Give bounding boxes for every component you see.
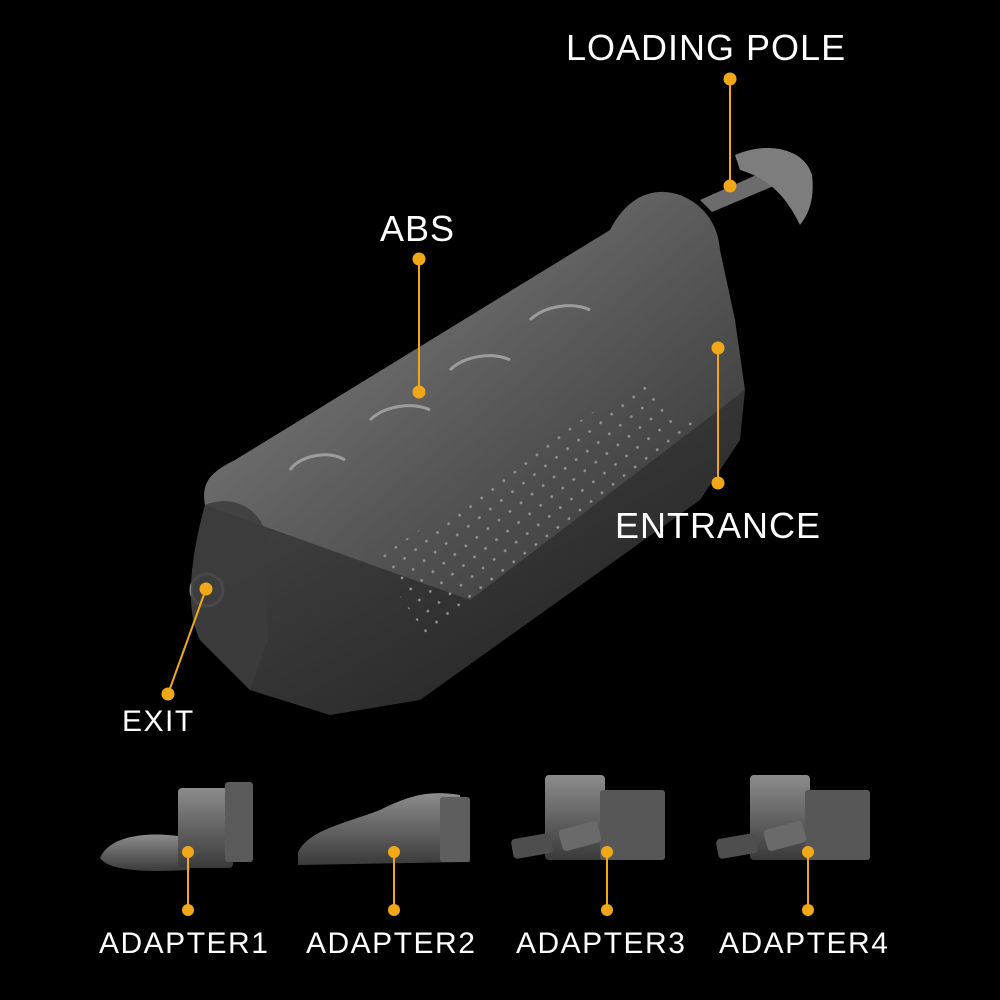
adapter1-illustration bbox=[100, 782, 253, 871]
callout-leaders bbox=[161, 72, 814, 916]
loading-pole bbox=[700, 147, 813, 225]
label-entrance: ENTRANCE bbox=[615, 505, 822, 546]
label-adapter4: ADAPTER4 bbox=[719, 927, 890, 960]
label-adapter2: ADAPTER2 bbox=[306, 927, 477, 960]
label-loading-pole: LOADING POLE bbox=[566, 27, 847, 68]
adapter3-illustration bbox=[511, 775, 665, 860]
speed-loader-body bbox=[189, 191, 745, 715]
adapter2-illustration bbox=[298, 793, 470, 865]
adapter4-illustration bbox=[716, 775, 870, 860]
label-adapter1: ADAPTER1 bbox=[99, 927, 270, 960]
label-exit: EXIT bbox=[122, 705, 195, 738]
label-abs: ABS bbox=[380, 208, 456, 249]
label-adapter3: ADAPTER3 bbox=[516, 927, 687, 960]
